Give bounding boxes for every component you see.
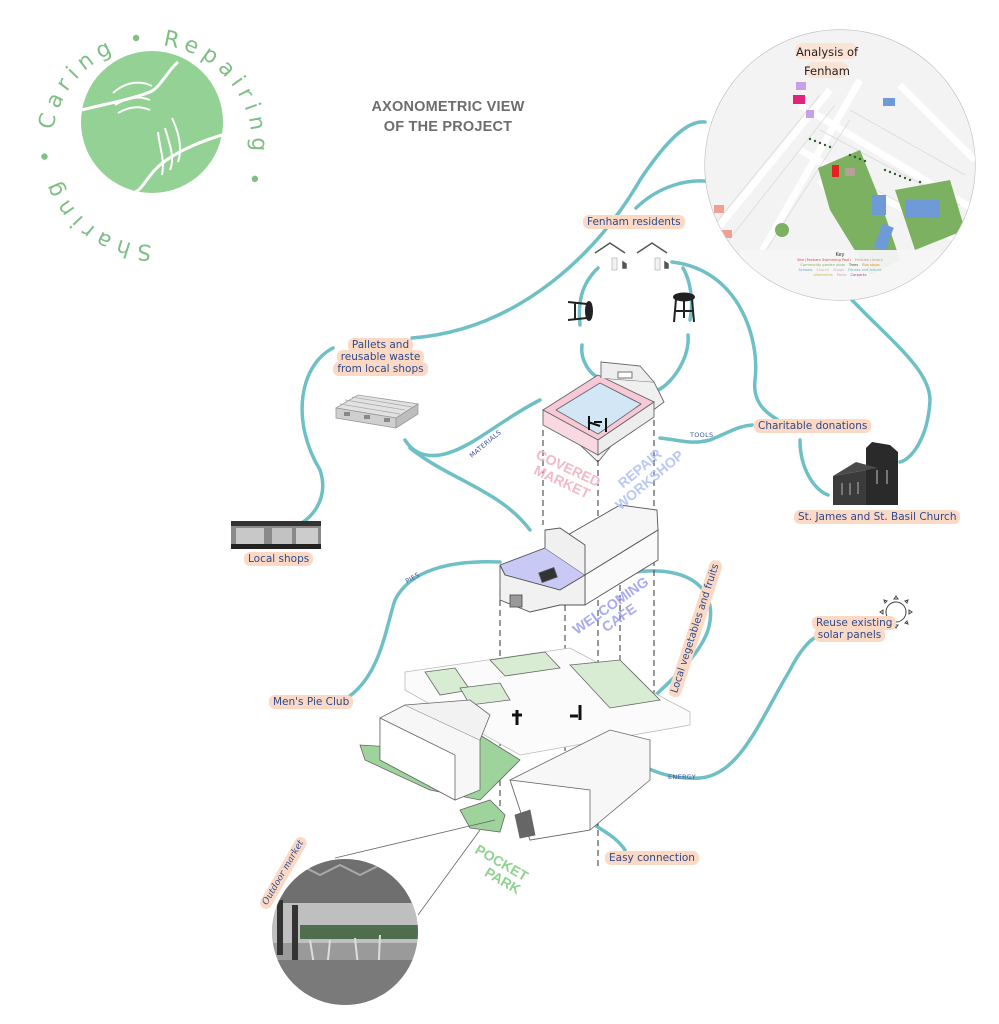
connector-pies (340, 560, 502, 703)
connector-pallets-to-shops (294, 346, 335, 528)
key-parks: Parks (836, 273, 847, 277)
stool-tipped-icon (567, 301, 593, 321)
houses-icon (594, 242, 669, 271)
label-easy-connection: Easy connection (605, 851, 699, 865)
key-fitness: Fitness and leisure (847, 268, 882, 272)
connector-veg (633, 569, 713, 707)
fenham-map: Analysis of Fenham (704, 29, 976, 301)
person-with-cart-icon (570, 705, 582, 720)
connector-residents-to-stool-right (681, 266, 694, 322)
map-key: Key Site (Fenham Swimming Pool) Fenham L… (748, 252, 932, 278)
people-repairing-icon (587, 416, 607, 432)
map-title-line2: Fenham (804, 64, 850, 78)
label-mens-pie-club: Men's Pie Club (269, 695, 354, 709)
flow-label-energy: ENERGY (668, 773, 697, 781)
cafe-module (499, 504, 659, 613)
covered-market-module (542, 361, 665, 463)
key-garden: Community garden plots (800, 263, 845, 267)
connector-map-to-church (850, 298, 932, 464)
key-bus: Bus stops (862, 263, 880, 267)
pocket-park-plot (459, 799, 506, 833)
pallet-icon (334, 394, 420, 429)
connector-lines (294, 120, 932, 852)
connector-residents-to-map (634, 179, 714, 210)
connector-materials (403, 398, 542, 458)
key-site: Site (Fenham Swimming Pool) (797, 258, 851, 262)
map-key-row1b: Community garden plots Trees Bus stops (748, 263, 932, 268)
connector-stool-right-to-market (656, 333, 690, 392)
map-key-title: Key (835, 252, 845, 258)
person-icon (512, 710, 522, 725)
church-photo (833, 442, 898, 505)
label-fenham-residents: Fenham residents (583, 215, 685, 229)
connector-residents-to-donations (670, 260, 780, 422)
key-church: Church (816, 268, 830, 272)
map-key-row1a: Site (Fenham Swimming Pool) Fenham Libra… (748, 258, 932, 263)
page-title: AXONOMETRIC VIEW OF THE PROJECT (358, 97, 538, 137)
key-shops: Shops (833, 268, 844, 272)
connector-materials-to-cafe (408, 446, 532, 532)
label-charitable-donations: Charitable donations (754, 419, 872, 433)
map-key-row2a: Schools Church Shops Fitness and leisure (748, 268, 932, 273)
key-carparks: Carparks (850, 273, 867, 277)
logo-disc (81, 51, 223, 193)
map-title-line1: Analysis of (796, 45, 859, 59)
key-schools: Schools (798, 268, 813, 272)
connector-stool-left-to-market (580, 343, 602, 380)
key-library: Fenham Library (854, 258, 883, 262)
local-shops-photo (231, 521, 321, 549)
connector-energy (628, 635, 818, 780)
hand-bottom-icon (157, 117, 181, 176)
label-solar-panels: Reuse existing solar panels (812, 616, 897, 642)
label-church: St. James and St. Basil Church (794, 510, 961, 524)
site-ground-plan (359, 647, 691, 841)
key-allotments: Allotments (813, 273, 833, 277)
connector-tools (658, 423, 754, 444)
connector-donations-to-church (798, 438, 830, 497)
label-pallets: Pallets and reusable waste from local sh… (333, 338, 428, 376)
flow-label-tools: TOOLS (690, 431, 714, 439)
page-title-line1: AXONOMETRIC VIEW (371, 99, 525, 115)
key-trees: Trees (848, 263, 859, 267)
logo: Sharing • Caring • Repairing • (33, 26, 266, 265)
map-key-row2b: Allotments Parks Carparks (748, 273, 932, 278)
label-local-shops: Local shops (244, 552, 314, 566)
page-title-line2: OF THE PROJECT (383, 119, 513, 135)
connector-pallets-to-map (410, 120, 707, 340)
stool-upright-icon (673, 292, 695, 323)
